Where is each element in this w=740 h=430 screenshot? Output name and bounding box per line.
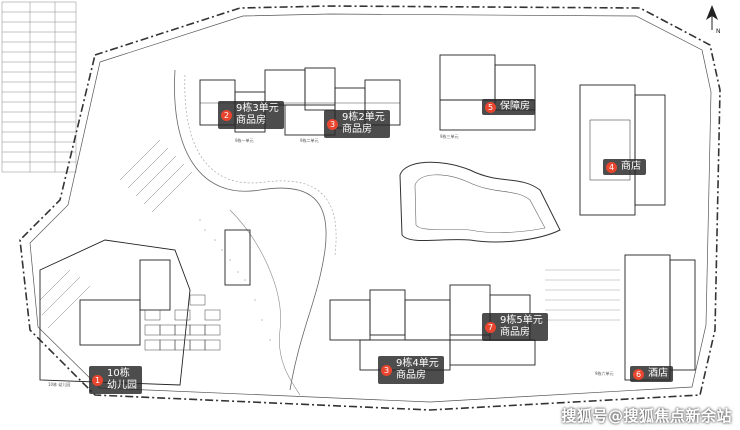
- building-plan-label-a: 9栋一单元: [235, 137, 254, 143]
- marker-hotel[interactable]: 6 酒店: [630, 366, 673, 382]
- marker-line1: 10栋: [107, 368, 130, 379]
- marker-line2: 商品房: [236, 115, 266, 126]
- marker-badge: 6: [633, 368, 644, 380]
- parking-lines: [545, 269, 620, 321]
- landscape-path: [174, 69, 327, 391]
- road-hatching: [39, 139, 193, 329]
- building-plan-label-c: 9栋三单元: [440, 133, 459, 139]
- landscape-path-2: [184, 74, 337, 256]
- marker-line1: 商店: [621, 161, 641, 172]
- north-arrow-icon: N: [706, 5, 721, 35]
- north-label: N: [716, 28, 721, 35]
- watermark: 搜狐号@搜狐焦点新余站: [561, 407, 732, 425]
- marker-badge: 3: [381, 364, 392, 376]
- marker-kindergarten[interactable]: 1 10栋幼儿园: [89, 366, 142, 394]
- marker-affordable-housing[interactable]: 5 保障房: [482, 99, 535, 115]
- inner-boundary: [29, 13, 712, 403]
- marker-line1: 9栋5单元: [500, 315, 543, 326]
- marker-shop[interactable]: 4 商店: [603, 159, 646, 175]
- marker-line2: 商品房: [500, 327, 530, 338]
- landscape-dots: [199, 219, 271, 341]
- kindergarten-building: [39, 229, 251, 386]
- building-plan-label-d: 9栋六单元: [595, 370, 614, 376]
- marker-line1: 9栋4单元: [396, 358, 439, 369]
- central-plaza-inner: [414, 174, 546, 233]
- marker-line1: 酒店: [648, 368, 668, 379]
- marker-badge: 7: [485, 321, 496, 333]
- marker-line1: 9栋2单元: [342, 112, 385, 123]
- marker-line2: 商品房: [396, 370, 426, 381]
- landscape-path-3: [229, 209, 301, 396]
- marker-badge: 2: [221, 109, 232, 121]
- central-plaza: [399, 161, 561, 243]
- marker-9-2[interactable]: 3 9栋2单元商品房: [324, 110, 390, 138]
- marker-badge: 3: [327, 118, 338, 130]
- marker-line2: 幼儿园: [107, 380, 137, 391]
- kindergarten-plan-label: 10栋 幼儿园: [48, 381, 70, 387]
- marker-badge: 5: [485, 101, 496, 113]
- marker-line2: 商品房: [342, 124, 372, 135]
- marker-badge: 4: [606, 161, 617, 173]
- building-block-right: [579, 84, 696, 381]
- marker-9-4[interactable]: 3 9栋4单元商品房: [378, 356, 444, 384]
- marker-9-5[interactable]: 7 9栋5单元商品房: [482, 313, 548, 341]
- site-boundary: [19, 5, 721, 411]
- marker-line1: 9栋3单元: [236, 103, 279, 114]
- building-block-top-mid: [439, 54, 536, 131]
- info-table: [1, 1, 77, 173]
- marker-badge: 1: [92, 374, 103, 386]
- building-plan-label-b: 9栋二单元: [300, 137, 319, 143]
- marker-line1: 保障房: [500, 101, 530, 112]
- marker-9-3[interactable]: 2 9栋3单元商品房: [218, 101, 284, 129]
- room-grid: [144, 294, 221, 351]
